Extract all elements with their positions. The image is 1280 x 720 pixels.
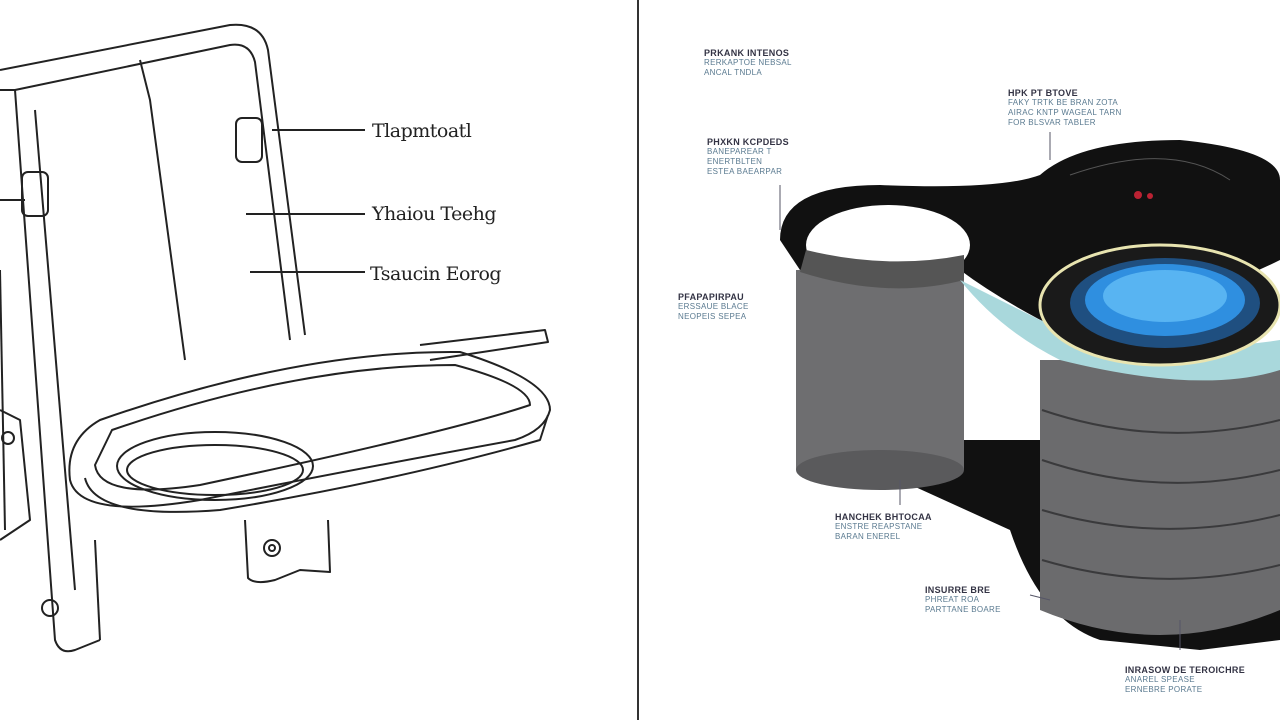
chair-tray-drawing <box>0 23 551 653</box>
cup-holder-drawing <box>779 132 1280 650</box>
label-2: Yhaiou Teehg <box>372 203 497 225</box>
label-3: Tsaucin Eorog <box>370 263 502 285</box>
label-1: Tlapmtoatl <box>372 120 472 142</box>
